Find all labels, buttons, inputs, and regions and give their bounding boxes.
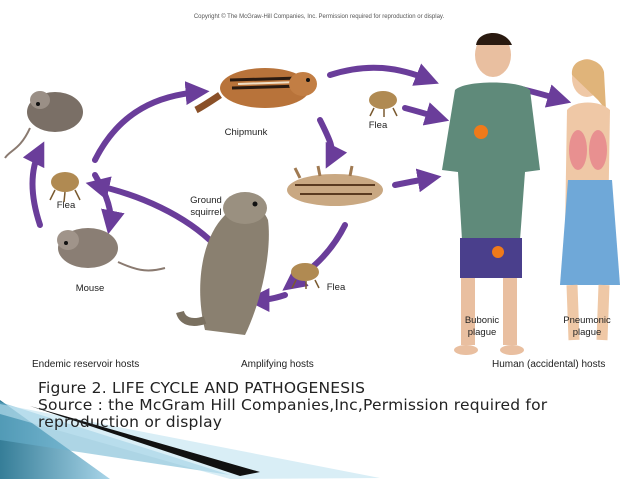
slide-decoration-swoosh xyxy=(0,400,380,479)
man-illustration xyxy=(442,32,540,355)
arrow-chipmunk-to-dead xyxy=(317,117,348,169)
label-flea-left: Flea xyxy=(56,200,76,211)
section-human-hosts: Human (accidental) hosts xyxy=(492,359,606,370)
mouse-top-illustration xyxy=(4,91,83,159)
label-ground-squirrel-line2: squirrel xyxy=(190,207,222,218)
caption-line3: reproduction or display xyxy=(38,413,223,431)
label-ground-squirrel: Ground squirrel xyxy=(176,195,236,219)
arrow-chipmunk-to-human xyxy=(327,63,439,86)
arrow-dead-to-human xyxy=(392,168,442,193)
label-mouse: Mouse xyxy=(75,283,105,294)
label-pneumonic-plague: Pneumonic plague xyxy=(552,315,622,339)
section-amplifying-hosts: Amplifying hosts xyxy=(241,359,314,370)
arrow-mouse-up xyxy=(22,141,45,228)
section-endemic-hosts: Endemic reservoir hosts xyxy=(32,359,140,370)
caption-line2: Source : the McGram Hill Companies,Inc,P… xyxy=(38,396,548,414)
flea-left-illustration xyxy=(49,172,81,203)
label-pneumonic-line2: plague xyxy=(572,327,602,338)
label-pneumonic-line1: Pneumonic xyxy=(563,315,611,326)
label-bubonic-line2: plague xyxy=(467,327,497,338)
caption-line1: Figure 2. LIFE CYCLE AND PATHOGENESIS xyxy=(38,379,366,397)
arrow-flea-left-to-mouse xyxy=(92,172,125,235)
copyright-notice: Copyright © The McGraw-Hill Companies, I… xyxy=(193,14,445,20)
arrow-flea-to-human xyxy=(402,102,450,126)
label-flea-top: Flea xyxy=(368,120,388,131)
mouse-bottom-illustration xyxy=(57,228,166,272)
plague-life-cycle-diagram xyxy=(4,32,620,355)
label-bubonic-line1: Bubonic xyxy=(464,315,500,326)
ground-squirrel-illustration xyxy=(176,192,269,335)
woman-illustration xyxy=(560,59,620,341)
arrow-squirrel-to-flea-left xyxy=(85,176,218,248)
arrow-mouse-to-chipmunk xyxy=(92,81,210,163)
figure-caption: Figure 2. LIFE CYCLE AND PATHOGENESIS So… xyxy=(38,380,618,431)
label-ground-squirrel-line1: Ground xyxy=(190,195,222,206)
label-bubonic-plague: Bubonic plague xyxy=(452,315,512,339)
dead-chipmunk-illustration xyxy=(287,165,383,206)
flea-bottom-illustration xyxy=(291,263,320,289)
chipmunk-illustration xyxy=(194,68,317,114)
label-chipmunk: Chipmunk xyxy=(224,127,268,138)
label-flea-bottom: Flea xyxy=(326,282,346,293)
flea-top-illustration xyxy=(369,91,398,117)
